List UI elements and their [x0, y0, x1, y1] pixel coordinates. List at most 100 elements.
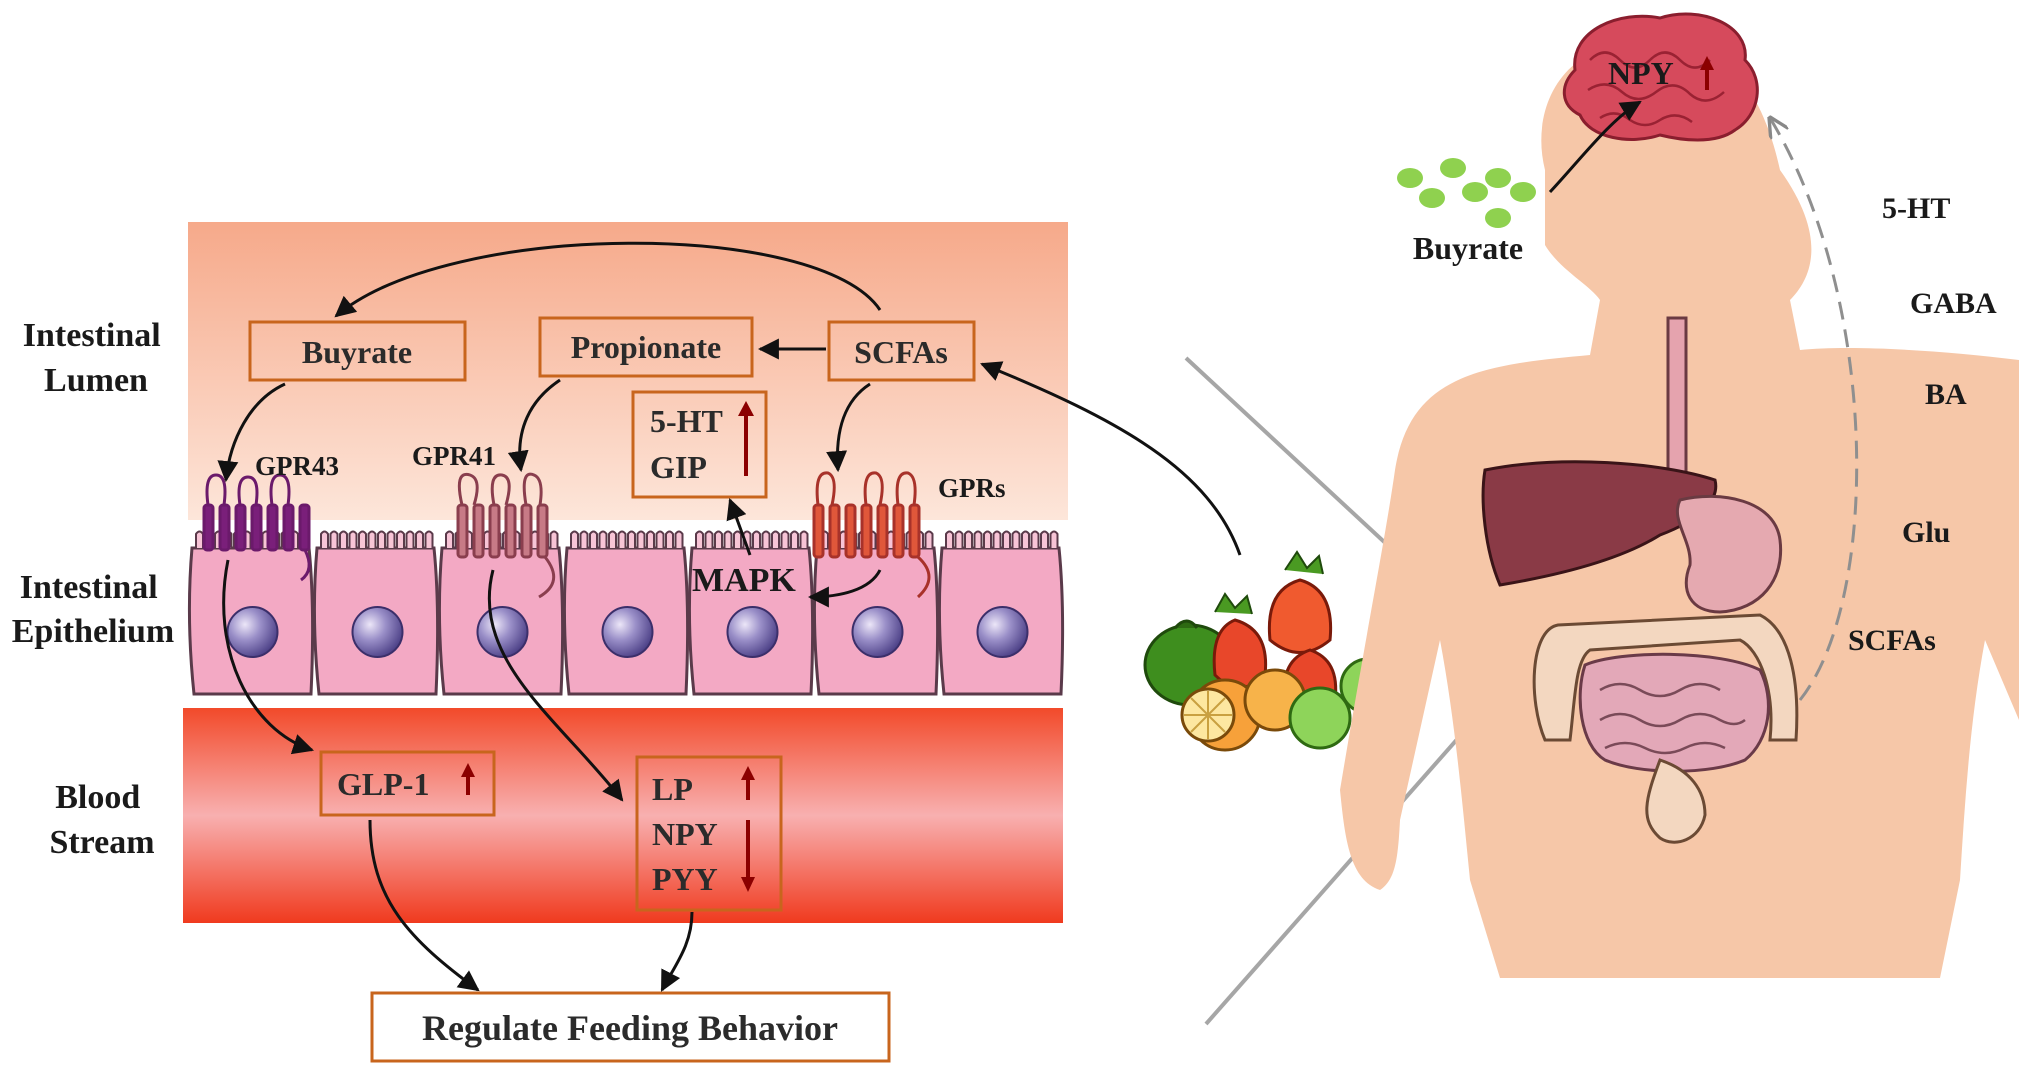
blood-stream-background [183, 708, 1063, 923]
microvillus [954, 530, 964, 548]
rectum-icon [1645, 758, 1707, 844]
microvillus [674, 530, 684, 548]
microvillus [598, 530, 608, 548]
body-buyrate-label: Buyrate [1413, 230, 1523, 266]
microvillus [386, 530, 396, 548]
microvillus [761, 530, 771, 548]
stomach-icon [1675, 494, 1783, 614]
ht-text: 5-HT [650, 403, 723, 439]
signal-5ht-label: 5-HT [1882, 192, 1950, 225]
gpr43-label: GPR43 [255, 451, 339, 481]
microvillus [646, 530, 655, 548]
large-intestine-icon [1532, 613, 1799, 742]
microvillus [799, 530, 809, 548]
microvillus [771, 530, 780, 548]
epithelial-cells [187, 530, 1065, 696]
fruits-vegetables-icon [1143, 550, 1397, 752]
microvillus [329, 530, 339, 548]
cell-nucleus [976, 606, 1029, 658]
microvillus [723, 530, 733, 548]
microvillus [415, 530, 424, 548]
microvillus [1021, 530, 1030, 548]
propionate-text: Propionate [571, 329, 722, 365]
microvillus [964, 530, 973, 548]
microvillus [704, 530, 714, 548]
microvillus [348, 530, 358, 548]
microvillus [320, 530, 329, 548]
microvillus [1002, 530, 1011, 548]
microvillus [790, 530, 799, 548]
ht-gip-box: 5-HT GIP [631, 390, 768, 499]
cell-nucleus [351, 606, 404, 658]
lumen-label: Intestinal Lumen [23, 317, 169, 399]
cell-nucleus [601, 606, 654, 658]
small-intestine-icon [1578, 652, 1770, 773]
microvillus [983, 530, 992, 548]
microvillus [570, 530, 579, 548]
scfas-text: SCFAs [854, 334, 948, 370]
microvillus [396, 530, 405, 548]
gprs-label: GPRs [938, 473, 1006, 503]
lp-text: LP [652, 771, 693, 807]
glp1-box: GLP-1 [319, 750, 496, 817]
microvillus [655, 530, 665, 548]
signal-glu-label: Glu [1902, 516, 1950, 549]
microvillus [973, 530, 983, 548]
gpr43-receptor [202, 473, 311, 582]
blood-stream-label: Blood Stream [49, 779, 154, 861]
gut-brain-dashed-arrow [1770, 118, 1859, 701]
cell-nucleus [476, 606, 529, 658]
regulate-feeding-box: Regulate Feeding Behavior [370, 991, 891, 1063]
npy-text: NPY [652, 816, 718, 852]
brain-npy-label: NPY [1608, 55, 1674, 91]
cell-nucleus [851, 606, 904, 658]
pathway-arrows [217, 241, 1242, 992]
microvillus [377, 530, 386, 548]
microvillus [945, 530, 954, 548]
microvillus [1030, 530, 1040, 548]
microvillus [339, 530, 348, 548]
lumen-background [188, 222, 1068, 520]
buyrate-text: Buyrate [302, 334, 412, 370]
epithelium-label: Intestinal Epithelium [12, 569, 174, 650]
propionate-box: Propionate [538, 316, 754, 378]
glp1-text: GLP-1 [337, 766, 429, 802]
microvillus [627, 530, 636, 548]
pyy-text: PYY [652, 861, 718, 897]
microvillus [752, 530, 761, 548]
microvillus [589, 530, 598, 548]
microvillus [579, 530, 589, 548]
microvillus [445, 530, 454, 548]
regulate-text: Regulate Feeding Behavior [422, 1008, 838, 1048]
microvillus [195, 530, 204, 548]
lp-npy-pyy-box: LP NPY PYY [635, 755, 783, 912]
microvillus [358, 530, 367, 548]
gprs-receptor [812, 471, 931, 599]
microvillus [405, 530, 415, 548]
brain-icon [1562, 12, 1759, 142]
microvillus [924, 530, 934, 548]
gpr41-label: GPR41 [412, 441, 496, 471]
microvillus [665, 530, 674, 548]
microvillus [549, 530, 559, 548]
cell-nucleus [226, 606, 279, 658]
microvillus [1049, 530, 1059, 548]
microvillus [714, 530, 723, 548]
signal-gaba-label: GABA [1910, 287, 1997, 320]
gpr41-receptor [456, 472, 556, 599]
microvillus [636, 530, 646, 548]
buyrate-box: Buyrate [248, 320, 467, 382]
cell-nucleus [726, 606, 779, 658]
butyrate-dots-icon [1397, 158, 1536, 228]
liver-icon [1481, 460, 1718, 587]
microvillus [695, 530, 704, 548]
microvillus [780, 530, 790, 548]
microvillus [608, 530, 617, 548]
mapk-label: MAPK [692, 562, 796, 599]
microvillus [1011, 530, 1021, 548]
scfas-box: SCFAs [827, 320, 976, 382]
microvillus [367, 530, 377, 548]
microvillus [424, 530, 434, 548]
microvillus [733, 530, 742, 548]
